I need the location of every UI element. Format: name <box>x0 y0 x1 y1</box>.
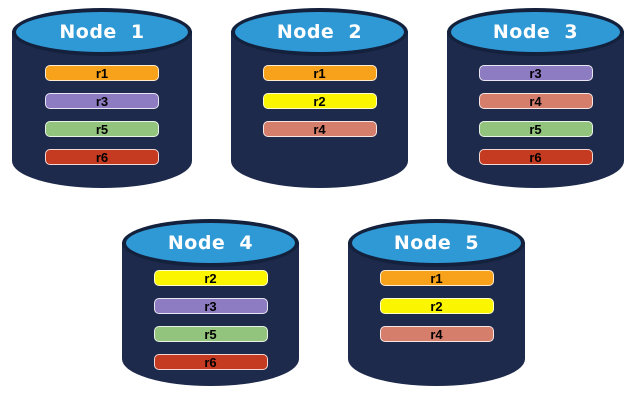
replica-bar: r5 <box>478 121 593 137</box>
replica-list: r1 r3 r5 r6 <box>12 65 192 165</box>
replica-list: r1 r2 r4 <box>348 270 525 342</box>
replica-bar: r1 <box>379 270 494 286</box>
replica-bar: r5 <box>45 121 159 137</box>
replica-bar: r4 <box>379 326 494 342</box>
cylinder-top-cap: Node 4 <box>122 219 299 267</box>
replica-bar: r6 <box>478 149 593 165</box>
replica-bar: r6 <box>45 149 159 165</box>
cylinder-top-cap: Node 3 <box>447 8 624 56</box>
node-title: Node 1 <box>59 21 145 43</box>
node-cylinder: Node 3 r3 r4 r5 r6 <box>447 8 624 188</box>
replica-bar: r3 <box>478 65 593 81</box>
replica-bar: r3 <box>153 298 268 314</box>
replica-list: r3 r4 r5 r6 <box>447 65 624 165</box>
replica-bar: r3 <box>45 93 159 109</box>
replica-list: r2 r3 r5 r6 <box>122 270 299 370</box>
cylinder-top-cap: Node 5 <box>348 219 525 267</box>
replica-bar: r4 <box>262 121 377 137</box>
cylinder-top-cap: Node 1 <box>12 8 192 56</box>
replica-bar: r1 <box>45 65 159 81</box>
node-title: Node 2 <box>276 21 363 43</box>
replica-bar: r1 <box>262 65 377 81</box>
replica-bar: r2 <box>153 270 268 286</box>
replica-bar: r5 <box>153 326 268 342</box>
replica-bar: r4 <box>478 93 593 109</box>
replica-bar: r2 <box>262 93 377 109</box>
replica-bar: r6 <box>153 354 268 370</box>
node-cylinder: Node 5 r1 r2 r4 <box>348 219 525 386</box>
node-cylinder: Node 2 r1 r2 r4 <box>231 8 408 188</box>
node-cylinder: Node 4 r2 r3 r5 r6 <box>122 219 299 386</box>
node-title: Node 5 <box>393 232 480 254</box>
node-cylinder: Node 1 r1 r3 r5 r6 <box>12 8 192 188</box>
node-title: Node 3 <box>492 21 579 43</box>
replica-list: r1 r2 r4 <box>231 65 408 137</box>
node-title: Node 4 <box>167 232 254 254</box>
cylinder-top-cap: Node 2 <box>231 8 408 56</box>
replica-bar: r2 <box>379 298 494 314</box>
cylinder-body <box>231 31 408 188</box>
